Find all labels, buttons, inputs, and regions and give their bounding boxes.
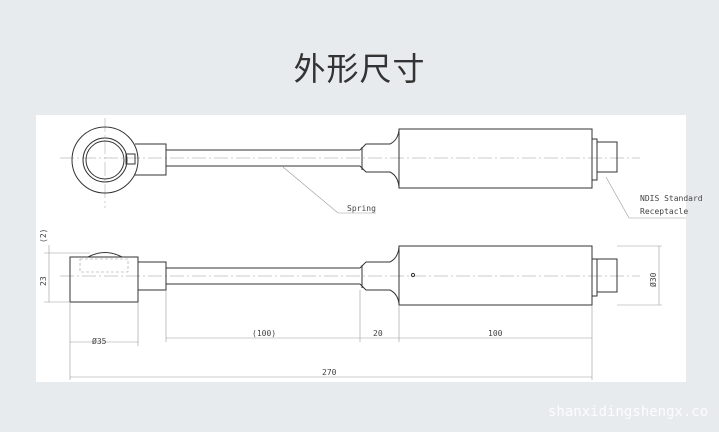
dim-100: 100 (488, 329, 503, 338)
page-title: 外形尺寸 (293, 50, 426, 88)
side-view (60, 245, 640, 306)
dim-dia30: Ø30 (648, 272, 658, 287)
drawing-panel (36, 115, 686, 382)
ndis-label: NDIS Standard Receptacle (605, 176, 703, 219)
dim-2: (2) (39, 229, 48, 243)
spring-text: Spring (347, 204, 376, 213)
ndis-text-2: Receptacle (640, 207, 688, 216)
dim-270: 270 (322, 368, 337, 377)
dim-20: 20 (373, 329, 383, 338)
spring-label: Spring (282, 166, 376, 214)
dimensions: Ø35 (100) 20 100 270 Ø30 23 (2) (39, 229, 662, 380)
dim-dia35: Ø35 (92, 336, 107, 346)
top-view (60, 118, 640, 208)
ndis-text-1: NDIS Standard (640, 194, 703, 203)
dim-100-ref: (100) (252, 329, 276, 338)
dim-23: 23 (39, 276, 48, 286)
watermark: shanxidingshengx.co (548, 404, 709, 420)
